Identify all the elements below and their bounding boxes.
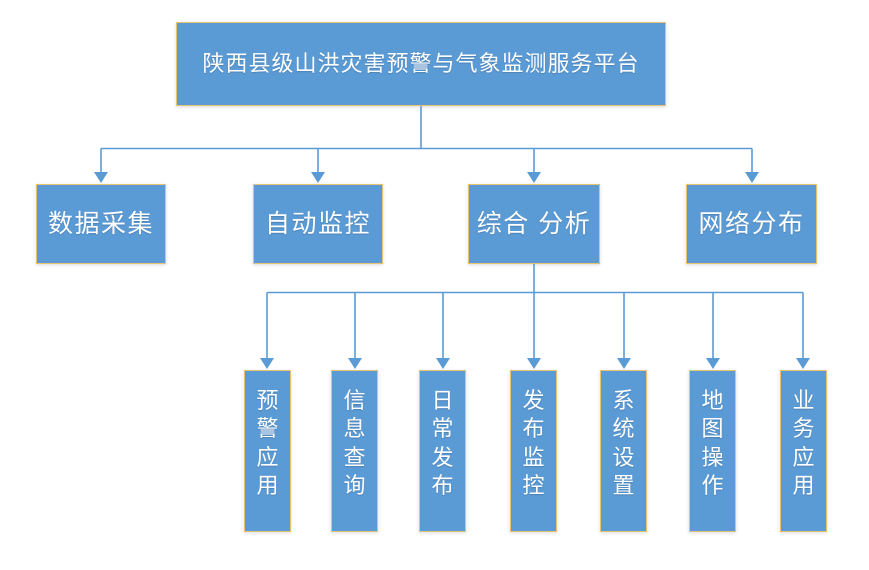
arrowhead-l2-2 bbox=[527, 172, 541, 183]
node-label: 网络分布 bbox=[698, 210, 805, 238]
node-label: 系统设置 bbox=[612, 388, 635, 499]
node-auto-monitoring[interactable]: 自动监控 bbox=[253, 184, 383, 264]
node-label: 发布监控 bbox=[522, 388, 545, 499]
node-publish-monitoring[interactable]: 发布监控 bbox=[510, 370, 557, 532]
node-information-query[interactable]: 信息查询 bbox=[331, 370, 378, 532]
node-warning-application[interactable]: 预警应用 bbox=[244, 370, 291, 532]
arrowhead-l2-0 bbox=[94, 172, 108, 183]
node-comprehensive-analysis[interactable]: 综合 分析 bbox=[468, 184, 600, 264]
arrowhead-l3-3 bbox=[527, 358, 541, 369]
node-label: 预警应用 bbox=[256, 388, 279, 499]
node-label: 信息查询 bbox=[343, 388, 366, 499]
node-label: 自动监控 bbox=[264, 210, 371, 238]
node-system-settings[interactable]: 系统设置 bbox=[600, 370, 647, 532]
arrowhead-l2-1 bbox=[311, 172, 325, 183]
node-daily-publishing[interactable]: 日常发布 bbox=[419, 370, 466, 532]
node-map-operation[interactable]: 地图操作 bbox=[689, 370, 736, 532]
node-label: 业务应用 bbox=[792, 388, 815, 499]
node-label: 综合 分析 bbox=[476, 210, 592, 238]
arrowhead-l3-4 bbox=[617, 358, 631, 369]
node-data-collection[interactable]: 数据采集 bbox=[36, 184, 166, 264]
arrowhead-l3-1 bbox=[348, 358, 362, 369]
node-label: 日常发布 bbox=[431, 388, 454, 499]
arrowhead-l3-2 bbox=[436, 358, 450, 369]
arrowhead-l3-0 bbox=[260, 358, 274, 369]
arrowhead-l2-3 bbox=[745, 172, 759, 183]
node-root-label: 陕西县级山洪灾害预警与气象监测服务平台 bbox=[202, 50, 640, 76]
arrowhead-l3-6 bbox=[796, 358, 810, 369]
node-network-distribution[interactable]: 网络分布 bbox=[686, 184, 817, 264]
arrowhead-l3-5 bbox=[706, 358, 720, 369]
node-root-platform[interactable]: 陕西县级山洪灾害预警与气象监测服务平台 bbox=[176, 22, 666, 106]
node-label: 地图操作 bbox=[701, 388, 724, 499]
node-label: 数据采集 bbox=[47, 210, 154, 238]
node-business-application[interactable]: 业务应用 bbox=[780, 370, 827, 532]
